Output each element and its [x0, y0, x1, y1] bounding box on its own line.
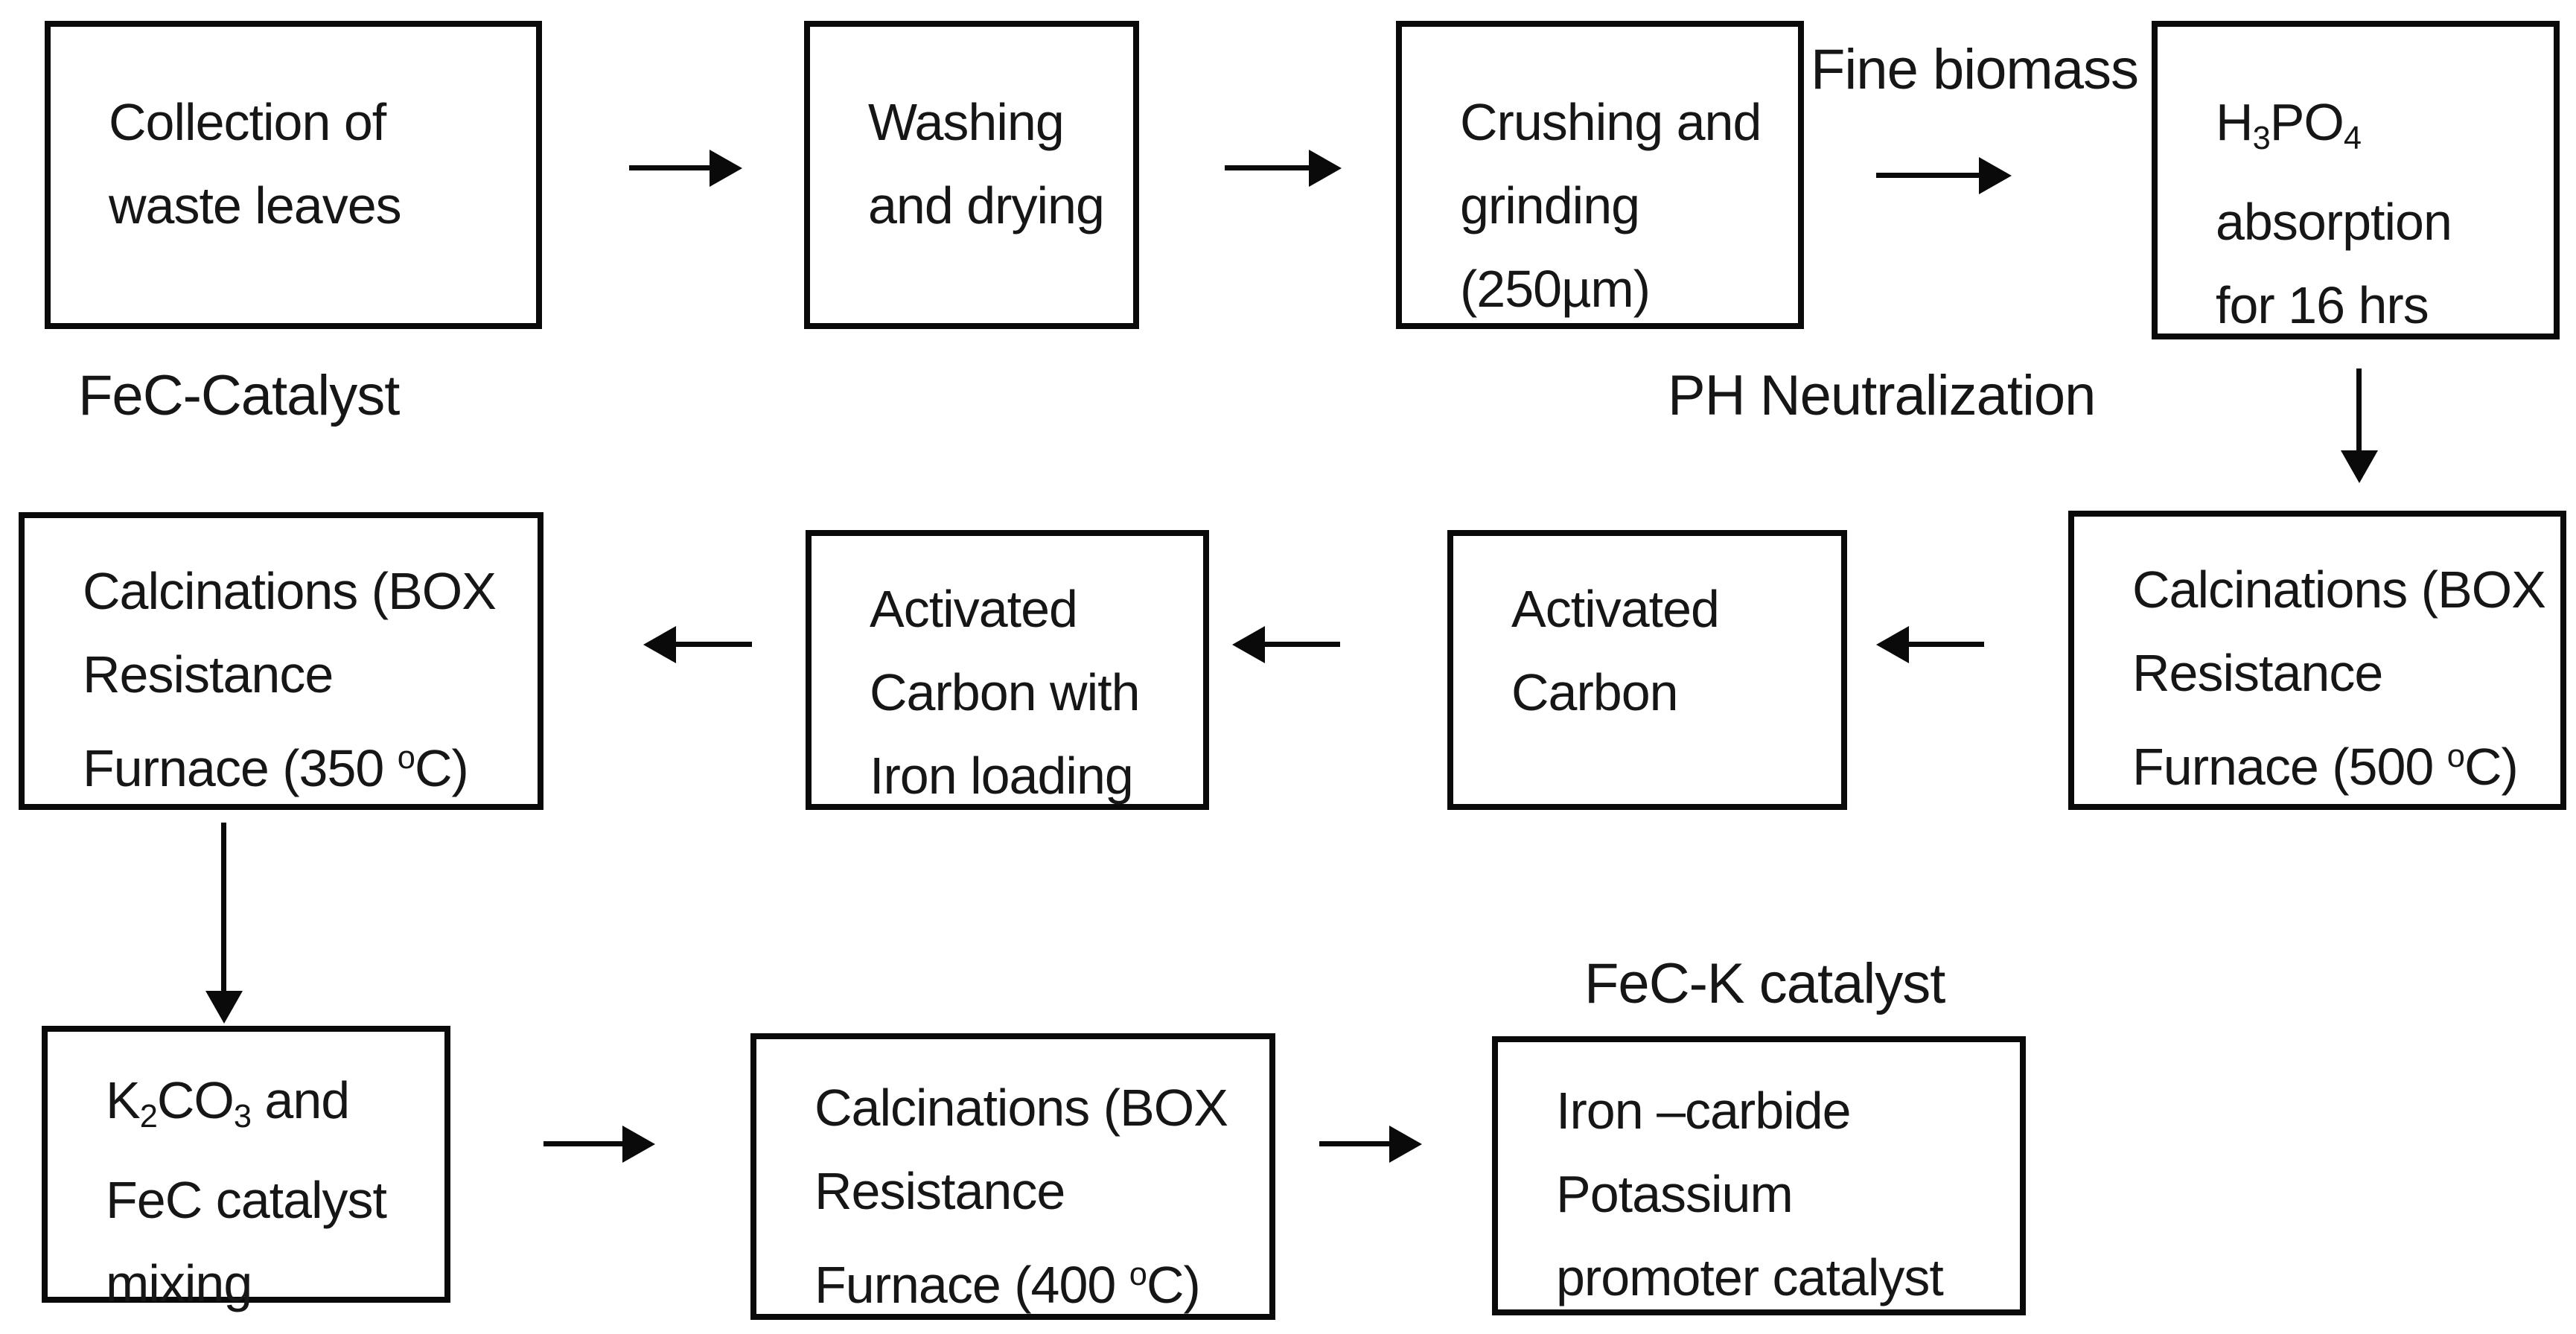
- arrow-k2co3-to-calc400: [543, 1141, 624, 1146]
- arrow-calc350-to-k2co3: [221, 823, 226, 992]
- label-fine-biomass: Fine biomass: [1811, 38, 2139, 101]
- arrow-activated-carbon-to-iron-loading: [1263, 642, 1340, 647]
- label-ph-neutralization: PH Neutralization: [1668, 364, 2096, 427]
- arrow-calc400-to-iron-carbide: [1319, 1141, 1391, 1146]
- label-fec-k-catalyst: FeC-K catalyst: [1584, 952, 1945, 1015]
- arrow-collection-to-washing: [629, 165, 711, 170]
- arrow-h3po4-to-calc500: [2356, 368, 2362, 452]
- arrow-washing-to-crushing: [1225, 165, 1310, 170]
- arrow-crushing-to-h3po4: [1876, 173, 1980, 178]
- arrow-iron-loading-to-calc350: [675, 642, 752, 647]
- label-fec-catalyst: FeC-Catalyst: [78, 364, 400, 427]
- arrow-calc500-to-activated-carbon: [1907, 642, 1984, 647]
